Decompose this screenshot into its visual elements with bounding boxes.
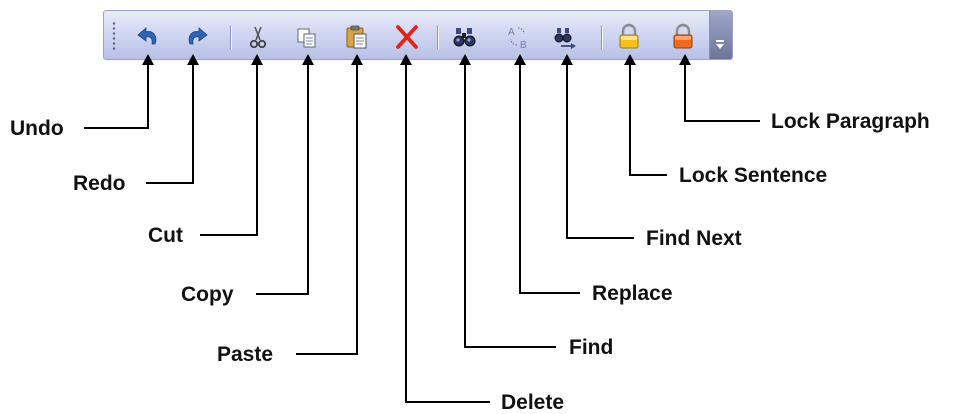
lock-paragraph-callout-line <box>684 64 686 122</box>
cut-label: Cut <box>148 224 183 247</box>
find-next-callout-arrow <box>561 54 573 65</box>
svg-text:A: A <box>508 27 515 38</box>
copy-callout-line <box>256 293 309 295</box>
find-callout-line <box>464 64 466 348</box>
find-next-label: Find Next <box>646 227 742 250</box>
copy-button[interactable] <box>292 23 322 51</box>
find-callout-arrow <box>459 54 471 65</box>
replace-label: Replace <box>592 282 673 305</box>
svg-text:B: B <box>520 40 527 51</box>
paste-callout-arrow <box>351 54 363 65</box>
find-next-button[interactable] <box>551 23 581 51</box>
scissors-icon <box>250 26 267 48</box>
lock-sentence-callout-arrow <box>624 54 636 65</box>
delete-callout-line <box>405 64 407 403</box>
lock-paragraph-callout-line <box>684 120 760 122</box>
undo-callout-line <box>84 127 149 129</box>
delete-callout-arrow <box>400 54 412 65</box>
lock-sentence-button[interactable] <box>614 23 644 51</box>
redo-arrow-icon <box>188 27 208 45</box>
find-next-callout-line <box>566 237 634 239</box>
redo-callout-arrow <box>187 54 199 65</box>
toolbar-separator <box>437 25 438 49</box>
undo-arrow-icon <box>137 27 157 45</box>
undo-label: Undo <box>10 117 64 140</box>
cut-callout-line <box>200 234 258 236</box>
lock-sentence-callout-line <box>629 64 631 176</box>
copy-callout-arrow <box>302 54 314 65</box>
paste-callout-line <box>356 64 358 355</box>
yellow-padlock-icon <box>619 23 639 49</box>
undo-button[interactable] <box>134 23 164 51</box>
redo-callout-line <box>146 182 194 184</box>
paste-callout-line <box>296 353 358 355</box>
toolbar-overflow-button[interactable] <box>709 11 732 59</box>
cut-callout-line <box>256 64 258 236</box>
overflow-bar-icon <box>716 40 724 42</box>
replace-button[interactable]: A B <box>504 23 534 51</box>
lock-sentence-callout-line <box>629 174 667 176</box>
replace-callout-line <box>519 64 521 294</box>
lock-paragraph-callout-arrow <box>679 54 691 65</box>
paste-button[interactable] <box>342 23 372 51</box>
redo-callout-line <box>192 64 194 184</box>
lock-paragraph-button[interactable] <box>668 23 698 51</box>
replace-callout-line <box>519 292 580 294</box>
toolbar-separator <box>230 25 231 49</box>
copy-label: Copy <box>181 283 234 306</box>
clipboard-paste-icon <box>346 25 367 49</box>
find-callout-line <box>464 346 556 348</box>
red-x-icon <box>396 25 418 49</box>
binoculars-icon <box>453 28 476 47</box>
lock-paragraph-label: Lock Paragraph <box>771 110 930 133</box>
delete-button[interactable] <box>392 23 422 51</box>
redo-label: Redo <box>73 172 126 195</box>
undo-callout-line <box>147 64 149 129</box>
replace-ab-icon: A B <box>508 27 527 51</box>
toolbar-grip[interactable] <box>112 21 116 51</box>
paste-label: Paste <box>217 343 274 366</box>
copy-callout-line <box>307 64 309 295</box>
undo-callout-arrow <box>142 54 154 65</box>
replace-callout-arrow <box>514 54 526 65</box>
orange-padlock-icon <box>673 23 693 49</box>
lock-sentence-label: Lock Sentence <box>679 164 828 187</box>
find-button[interactable] <box>450 23 480 51</box>
find-label: Find <box>569 336 614 359</box>
copy-pages-icon <box>297 28 316 48</box>
find-next-callout-line <box>566 64 568 239</box>
delete-label: Delete <box>501 391 565 414</box>
cut-button[interactable] <box>243 23 273 51</box>
binoculars-next-icon <box>554 28 576 49</box>
toolbar-separator <box>601 25 602 49</box>
editing-toolbar: A B <box>103 10 733 60</box>
chevron-down-icon <box>716 44 724 49</box>
redo-button[interactable] <box>181 23 211 51</box>
cut-callout-arrow <box>251 54 263 65</box>
delete-callout-line <box>405 401 490 403</box>
